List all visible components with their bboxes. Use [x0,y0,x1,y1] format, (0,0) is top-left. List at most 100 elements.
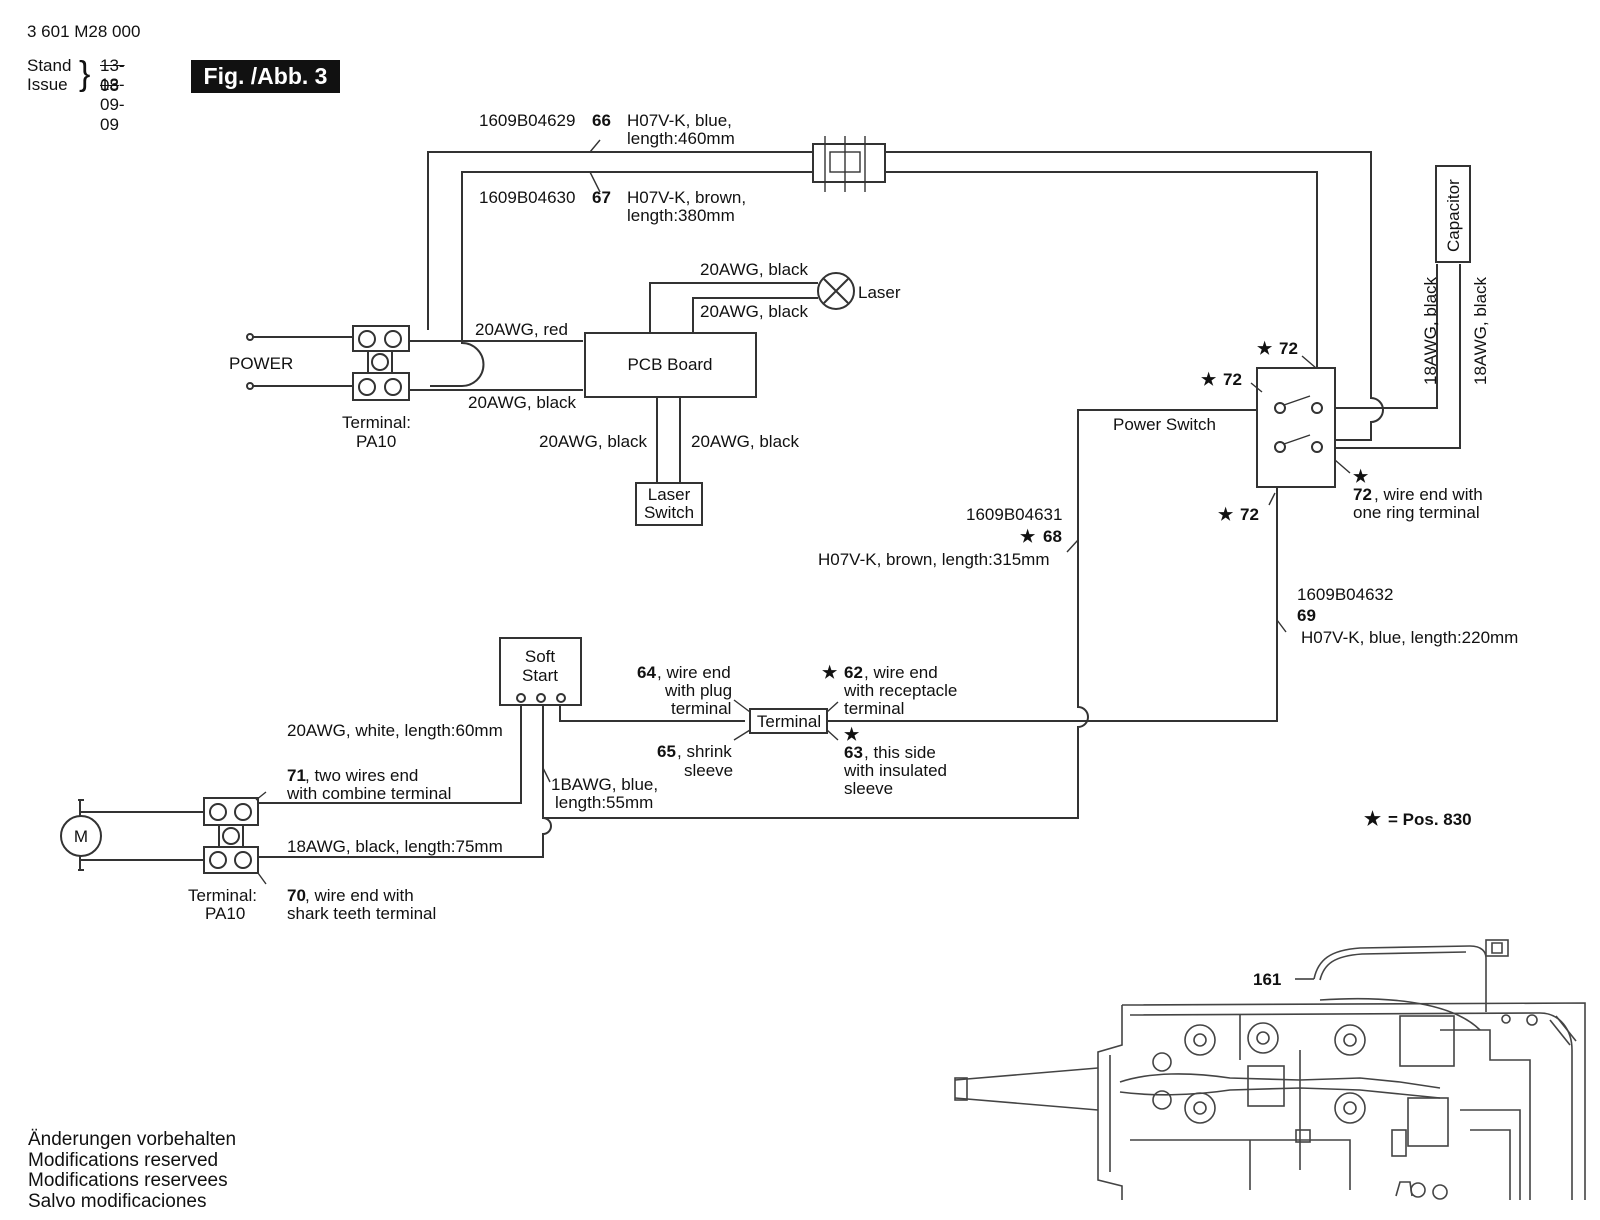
legend-text: = Pos. 830 [1388,810,1472,829]
wire-67-pos: 67 [592,188,611,207]
capacitor-wire-2-label: 18AWG, black [1471,276,1490,385]
wire-68-brown [543,409,1278,819]
pos-161-label: 161 [1253,970,1281,989]
pos-64-num: 64 [637,663,656,682]
wire-66-label: 1609B04629 66 H07V-K, blue, length:460mm [479,111,735,148]
wire-69-code: 1609B04632 [1297,585,1393,604]
soft-start: Soft Start [499,637,582,706]
motor-terminal-pa10 [203,797,259,874]
issue-label: Issue [27,75,68,94]
old-date: 13-08 [100,56,125,95]
wire-67-desc-1: H07V-K, brown, [627,188,746,207]
pcb-label: PCB Board [627,355,712,374]
wire-motor [78,799,210,871]
pos-71-desc-2: with combine terminal [286,784,451,803]
pos-71-num: 71 [287,766,306,785]
pos-64-callout: 64 , wire end with plug terminal [637,663,732,718]
pos-62-desc-3: terminal [844,699,904,718]
wire-66-code: 1609B04629 [479,111,575,130]
wire-67-desc-2: length:380mm [627,206,735,225]
wire-69-label: 1609B04632 69 H07V-K, blue, length:220mm [1297,585,1518,647]
pos-62-num: 62 [844,663,863,682]
wire-69-pos: 69 [1297,606,1316,625]
power-label: POWER [229,354,293,373]
wire-power-leads [246,333,353,390]
power-terminal-label: Terminal: [342,413,411,432]
power-terminal-pa10 [352,325,410,401]
star-icon: ★ [844,725,860,744]
pos-72-ring-pos: 72 [1353,485,1372,504]
star-icon: ★ [1257,339,1273,358]
wire-laser-top-label: 20AWG, black [700,260,809,279]
wire-white-20-label: 20AWG, white, length:60mm [287,721,503,740]
pos-70-num: 70 [287,886,306,905]
note-line-de: Änderungen vorbehalten [28,1129,237,1150]
pos-72-label-c: 72 [1240,505,1259,524]
pos-64-desc-1: , wire end [657,663,731,682]
power-switch-label: Power Switch [1113,415,1216,434]
pos-65-num: 65 [657,742,676,761]
power-switch: Power Switch [1113,367,1336,488]
pos-62-desc-1: , wire end [864,663,938,682]
connector-block [812,136,886,192]
wire-laser-bottom-label: 20AWG, black [700,302,809,321]
wire-power-pcb [410,340,583,391]
laser-switch-label-1: Laser [648,485,691,504]
pos-64-desc-2: with plug [664,681,732,700]
motor-terminal-labels: Terminal: PA10 [188,886,257,923]
wire-capacitor [1328,264,1461,449]
wire-67-label: 1609B04630 67 H07V-K, brown, length:380m… [479,188,746,225]
pos-72-ring-desc-1: , wire end with [1374,485,1483,504]
legend: ★ = Pos. 830 [1364,809,1472,830]
wire-68-code: 1609B04631 [966,505,1062,524]
pos-72-callouts: ★ 72 ★ 72 ★ 72 ★ 72 , wire end with one … [1201,339,1483,524]
wire-67-brown [430,171,1318,405]
pos-70-desc-2: shark teeth terminal [287,904,436,923]
pos-64-desc-3: terminal [671,699,731,718]
leader-lines [255,139,1351,980]
pos-70-desc-1: , wire end with [305,886,414,905]
pos-63-desc-3: sleeve [844,779,893,798]
wire-black-18-motor-label: 18AWG, black, length:75mm [287,837,503,856]
new-date: 13-09-09 [100,75,125,134]
wire-69-blue [559,450,1278,722]
note-line-es: Salvo modificaciones [28,1190,207,1212]
inline-terminal: Terminal [749,708,828,734]
wire-black-20-power-label: 20AWG, black [468,393,577,412]
pos-62-desc-2: with receptacle [843,681,957,700]
pos-65-desc-2: sleeve [684,761,733,780]
note-line-en: Modifications reserved [28,1149,219,1171]
laser-lamp: Laser [817,272,901,310]
pos-72-label-b: 72 [1223,370,1242,389]
motor-terminal-type: PA10 [205,904,245,923]
pos-71-callout: 71 , two wires end with combine terminal [286,766,451,803]
star-icon: ★ [1201,370,1217,389]
brace-icon: } [79,55,91,93]
wire-68-label: 1609B04631 ★ 68 H07V-K, brown, length:31… [818,505,1062,569]
wire-blue-18-label-1: 1BAWG, blue, [551,775,658,794]
pos-71-desc-1: , two wires end [305,766,418,785]
pos-63-desc-2: with insulated [843,761,947,780]
wire-laser-switch-left-label: 20AWG, black [539,432,648,451]
pcb-board: PCB Board [584,332,757,398]
figure-label: Fig. /Abb. 3 [191,60,340,93]
pos-63-num: 63 [844,743,863,762]
wire-pcb-laser [649,282,818,334]
star-icon: ★ [1020,527,1036,546]
inline-terminal-label: Terminal [757,712,821,731]
doc-number: 3 601 M28 000 [27,22,141,41]
revision-block: Stand Issue } 13-08 13-09-09 [27,55,140,134]
housing-drawing: 161 [954,939,1586,1200]
pos-65-callout: 65 , shrink sleeve [657,742,733,780]
wire-pcb-laser-switch [656,396,681,484]
pos-72-label-a: 72 [1279,339,1298,358]
stand-label: Stand [27,56,72,75]
capacitor-label: Capacitor [1444,179,1463,252]
motor-label: M [74,827,88,846]
power-terminal-type: PA10 [356,432,396,451]
wire-67-code: 1609B04630 [479,188,575,207]
header-block: 3 601 M28 000 Stand Issue } 13-08 13-09-… [27,22,141,134]
star-icon: ★ [822,663,838,682]
capacitor-wire-1-label: 18AWG, black [1421,276,1440,385]
